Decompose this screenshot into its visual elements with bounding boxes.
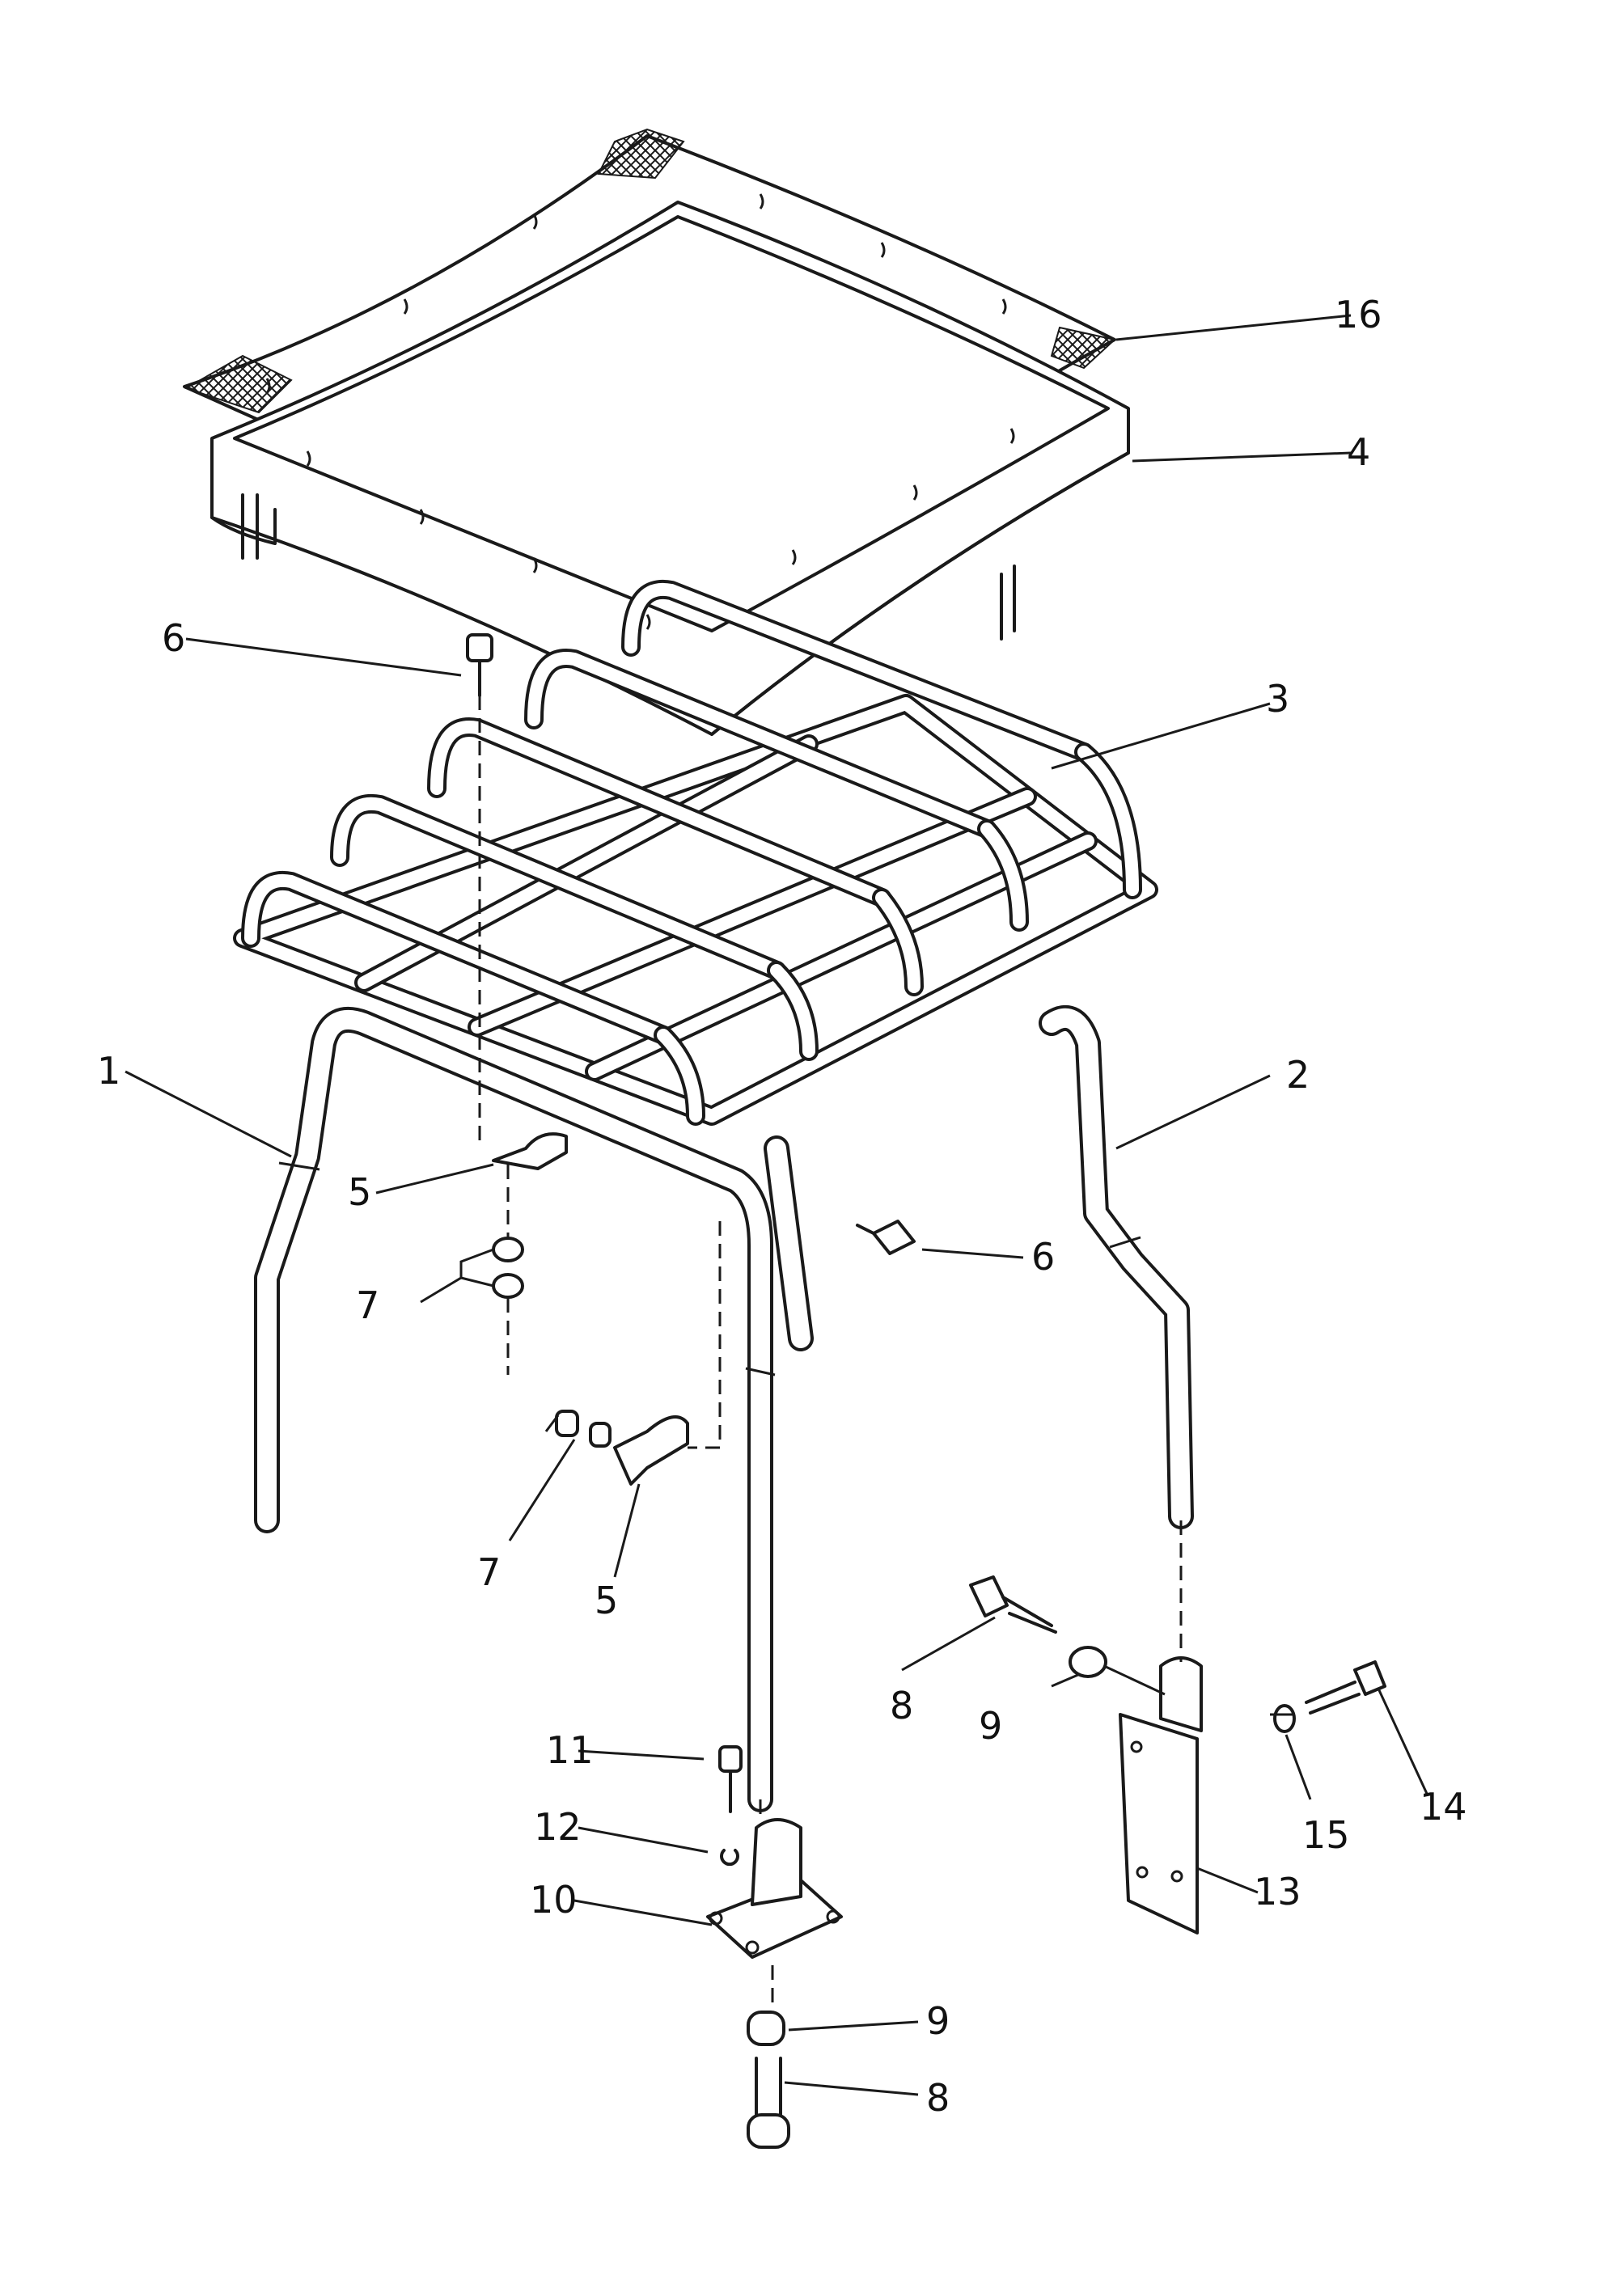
part-2-rear-tube xyxy=(764,1004,1194,1529)
leader-lines xyxy=(125,314,1429,2096)
part-6-bolts xyxy=(466,633,916,1255)
callout-7-upper: 7 xyxy=(356,1283,379,1327)
callout-11: 11 xyxy=(546,1728,594,1772)
callout-14: 14 xyxy=(1420,1785,1467,1829)
part-10-base-bracket xyxy=(706,1818,843,1959)
part-8-bolt-lower xyxy=(747,2057,790,2149)
part-13-side-plate xyxy=(1119,1656,1203,1934)
part-5-clamps xyxy=(492,1132,689,1486)
callout-6-lower: 6 xyxy=(1031,1235,1055,1279)
callout-12: 12 xyxy=(534,1805,582,1849)
callout-16: 16 xyxy=(1335,293,1382,336)
part-15-washer xyxy=(1273,1704,1296,1733)
part-11-bolt xyxy=(718,1745,743,1813)
part-4-canopy-roof xyxy=(210,201,1130,736)
part-9-spacer-upper xyxy=(1069,1646,1107,1678)
callout-3: 3 xyxy=(1266,677,1289,721)
callout-7-lower: 7 xyxy=(477,1550,501,1594)
part-8-bolt-upper xyxy=(969,1575,1057,1634)
part-12-washer xyxy=(720,1849,739,1867)
part-9-spacer-lower xyxy=(747,2011,785,2046)
part-1-front-tube xyxy=(254,1007,776,1812)
part-7-bushings xyxy=(492,1237,612,1448)
callout-9-lower: 9 xyxy=(926,1999,950,2043)
callout-5-upper: 5 xyxy=(348,1170,371,1214)
part-3-roof-frame xyxy=(233,579,1158,1126)
callout-8-lower: 8 xyxy=(926,2076,950,2120)
callout-13: 13 xyxy=(1254,1870,1301,1913)
callout-2: 2 xyxy=(1286,1053,1310,1097)
callout-labels: 1 2 3 4 5 5 6 6 7 7 8 8 9 9 10 11 12 13 … xyxy=(97,293,1467,2120)
part-14-bolt xyxy=(1305,1660,1386,1715)
callout-10: 10 xyxy=(530,1878,578,1922)
callout-8-upper: 8 xyxy=(890,1684,913,1727)
callout-1: 1 xyxy=(97,1049,121,1093)
callout-9-upper: 9 xyxy=(979,1704,1002,1748)
callout-4: 4 xyxy=(1347,430,1370,474)
callout-6-upper: 6 xyxy=(162,616,185,660)
callout-15: 15 xyxy=(1302,1813,1350,1857)
callout-5-lower: 5 xyxy=(595,1579,618,1622)
